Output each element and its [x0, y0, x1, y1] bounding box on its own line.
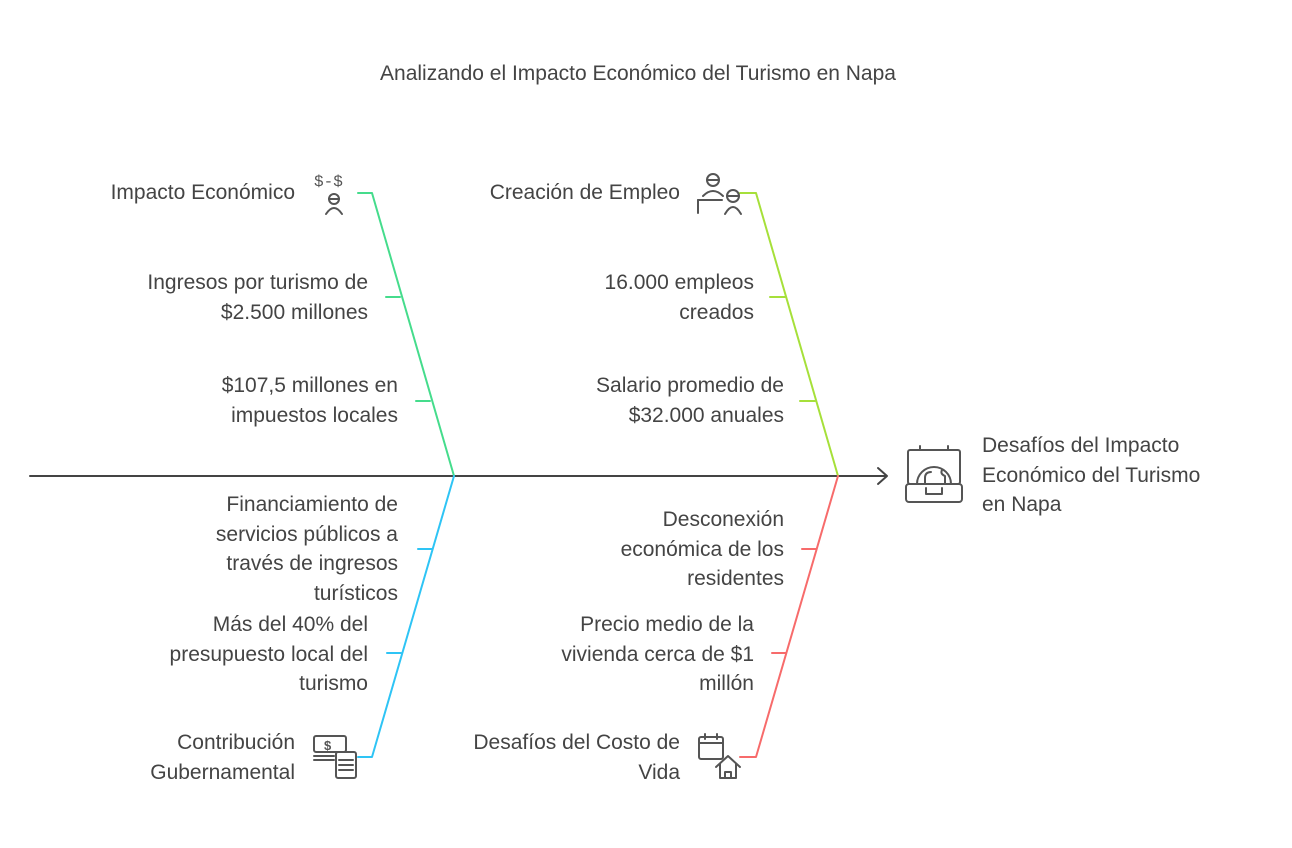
- branch-impacto-economico: [357, 192, 455, 477]
- cause-impuestos-locales: $107,5 millones en impuestos locales: [221, 374, 398, 427]
- category-contribucion-gubernamental: Contribución Gubernamental: [150, 731, 295, 784]
- cause-salario-promedio: Salario promedio de $32.000 anuales: [596, 374, 784, 427]
- money-calculator-icon: $: [313, 735, 357, 779]
- cause-ingresos-turismo: Ingresos por turismo de $2.500 millones: [147, 271, 368, 324]
- diagram-title: Analizando el Impacto Económico del Turi…: [380, 62, 896, 85]
- cause-empleos-creados: 16.000 empleos creados: [604, 271, 754, 324]
- category-costo-vida: Desafíos del Costo de Vida: [473, 731, 680, 784]
- branch-creacion-empleo: [739, 192, 839, 477]
- svg-text:$-$: $-$: [314, 173, 343, 191]
- cause-precio-vivienda: Precio medio de la vivienda cerca de $1 …: [561, 613, 754, 695]
- svg-text:$: $: [324, 738, 332, 753]
- money-exchange-person-icon: $-$: [314, 173, 343, 215]
- spine-arrowhead: [877, 467, 888, 485]
- suitcase-globe-icon: [905, 445, 963, 503]
- calendar-house-icon: [698, 733, 741, 779]
- employees-icon: [697, 173, 742, 215]
- effect-label: Desafíos del Impacto Económico del Turis…: [982, 434, 1201, 516]
- cause-desconexion-residentes: Desconexión económica de los residentes: [620, 508, 784, 590]
- cause-presupuesto-local: Más del 40% del presupuesto local del tu…: [169, 613, 368, 695]
- branch-contribucion: [357, 475, 455, 758]
- branch-costo-vida: [739, 475, 839, 758]
- cause-financiamiento-servicios: Financiamiento de servicios públicos a t…: [215, 493, 398, 605]
- category-creacion-empleo: Creación de Empleo: [489, 181, 680, 204]
- category-impacto-economico: Impacto Económico: [110, 181, 295, 204]
